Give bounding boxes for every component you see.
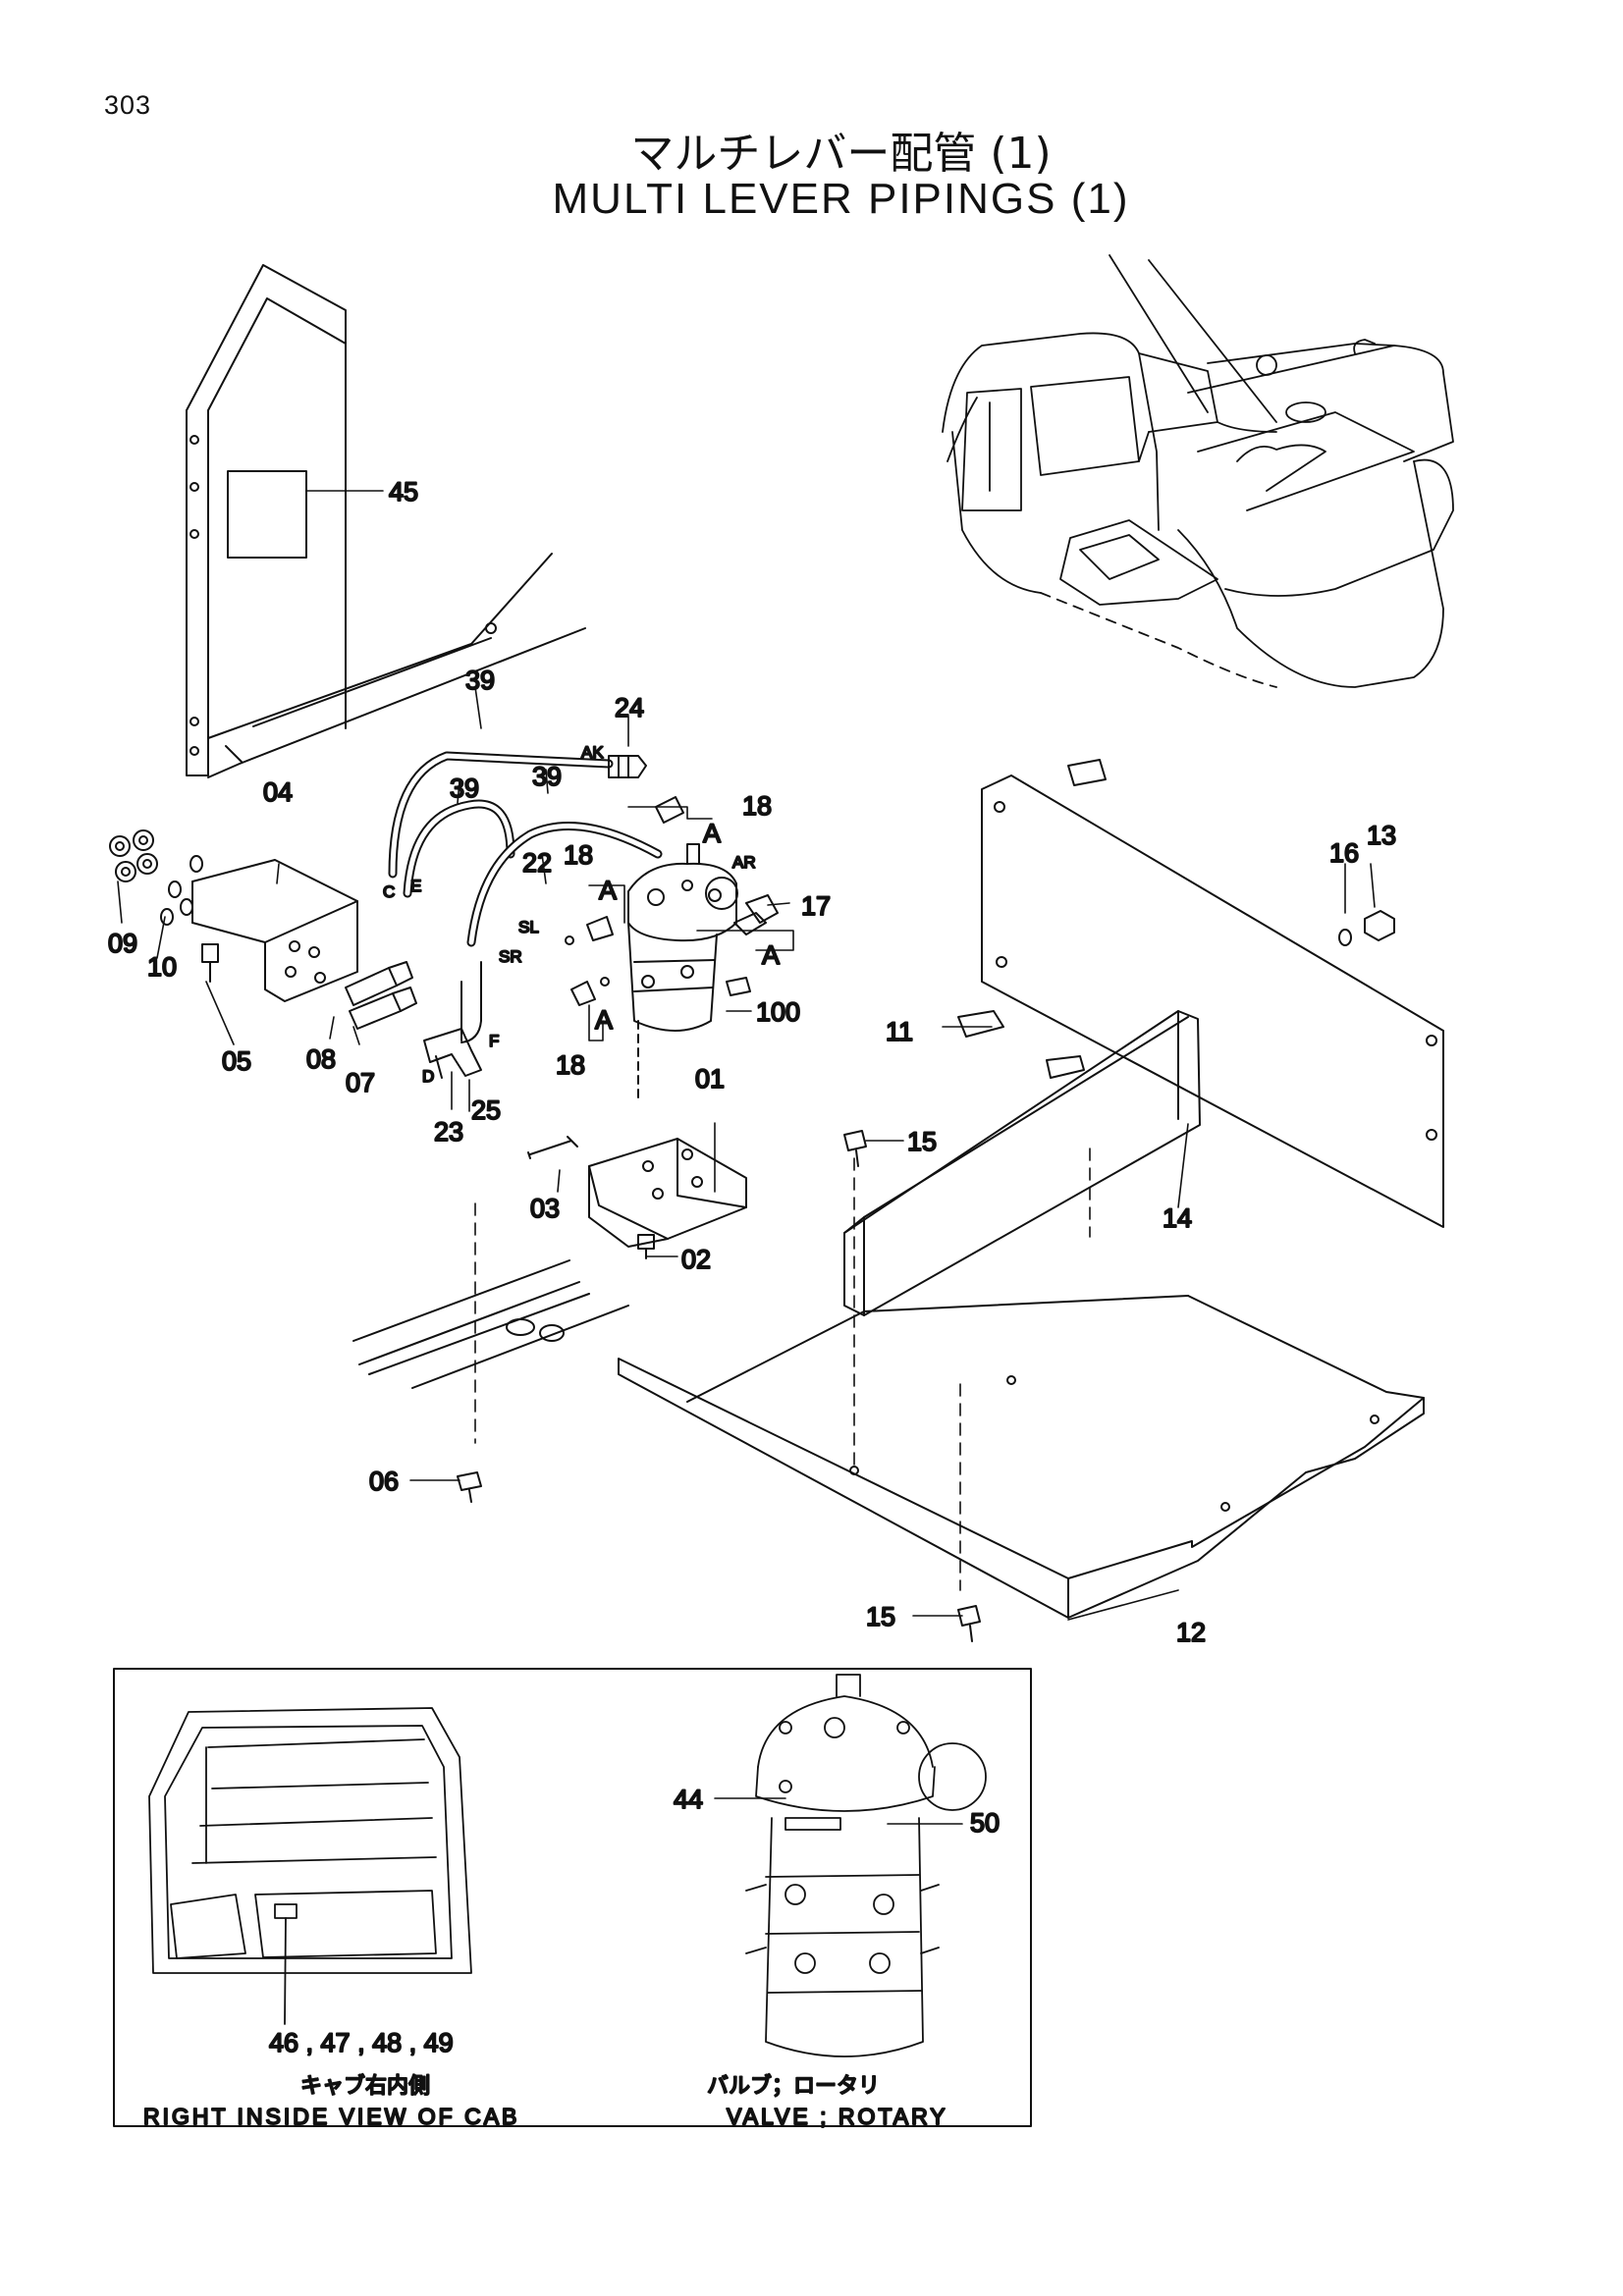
callout-24: 24: [615, 693, 644, 722]
valve-caption-jp: バルブ；ロータリ: [707, 2074, 880, 2099]
callout-25: 25: [471, 1095, 501, 1125]
rotary-valve-detail: [745, 1674, 987, 2057]
callouts: 45 39 39 39 24 18 04 22 18 17 16 13 09 1…: [107, 476, 1397, 1648]
title-english: MULTI LEVER PIPINGS (1): [552, 175, 1130, 223]
port-label-f: F: [489, 1032, 499, 1050]
washers-10: [160, 855, 203, 926]
callout-09: 09: [108, 929, 137, 958]
port-label-ak: AK: [581, 743, 604, 762]
cab-caption-jp: キャブ右内側: [300, 2074, 430, 2099]
frame-rails-06: [352, 1259, 629, 1503]
callout-06: 06: [369, 1467, 399, 1496]
cab-side-panel: [186, 264, 586, 778]
hoses-39: [388, 751, 663, 1043]
callout-17: 17: [801, 891, 831, 921]
callout-100: 100: [756, 997, 800, 1027]
fitting-17: [745, 894, 779, 924]
callout-45: 45: [389, 477, 418, 507]
callout-44: 44: [674, 1785, 703, 1814]
callout-15b: 15: [866, 1602, 895, 1631]
washer-16: [1338, 929, 1352, 946]
callout-22: 22: [522, 848, 552, 878]
section-a-leaders: [588, 806, 794, 1041]
callout-08: 08: [306, 1044, 336, 1074]
fitting-24: [608, 755, 647, 778]
callout-14: 14: [1163, 1203, 1192, 1233]
leader-lines: [117, 490, 1376, 1621]
bracket-01: [588, 1138, 747, 1248]
cab-caption-en: RIGHT INSIDE VIEW OF CAB: [143, 2104, 519, 2129]
rotary-valve-100: [627, 843, 767, 1100]
callout-13: 13: [1367, 821, 1396, 850]
callout-39a: 39: [465, 666, 495, 695]
dashed-guides: [474, 1148, 1091, 1591]
side-panel-right: [981, 774, 1444, 1228]
fittings-07-08: [345, 961, 417, 1030]
port-label-sr: SR: [499, 947, 522, 966]
callout-39b: 39: [450, 774, 479, 803]
callout-15a: 15: [907, 1127, 937, 1156]
callout-11: 11: [886, 1017, 913, 1046]
callout-39c: 39: [532, 762, 562, 791]
callout-18c: 18: [556, 1050, 585, 1080]
port-label-a3: A: [762, 940, 780, 970]
callout-03: 03: [530, 1194, 560, 1223]
bracket-04: [191, 859, 358, 1002]
nut-13: [1364, 910, 1395, 941]
callout-05: 05: [222, 1046, 251, 1076]
callout-01: 01: [695, 1064, 725, 1094]
port-labels: AK AR SL SR C E D F A A A A: [382, 742, 781, 1087]
callout-16: 16: [1329, 838, 1359, 868]
floor-plate-12: [618, 1295, 1425, 1619]
callout-50: 50: [970, 1808, 1000, 1838]
callout-18b: 18: [564, 840, 593, 870]
port-label-sl: SL: [518, 918, 539, 936]
port-label-c: C: [383, 882, 395, 901]
bolts-11-15: [843, 759, 1107, 1642]
callout-12: 12: [1176, 1618, 1206, 1647]
cab-inside-view: [148, 1707, 472, 2025]
elbow-fittings-18: [565, 796, 684, 1006]
callout-10: 10: [147, 952, 177, 982]
callout-23: 23: [434, 1117, 463, 1147]
label-plate-45: [227, 470, 307, 559]
valve-caption-en: VALVE ; ROTARY: [727, 2104, 948, 2129]
port-label-d: D: [422, 1067, 434, 1086]
nuts-09: [109, 829, 158, 882]
page-number: 303: [104, 90, 152, 120]
callout-07: 07: [346, 1068, 375, 1097]
callout-04: 04: [263, 777, 293, 807]
panel-14: [843, 1010, 1201, 1316]
callout-18a: 18: [742, 791, 772, 821]
port-label-ar: AR: [732, 853, 756, 872]
excavator-overview: [942, 254, 1454, 688]
bolt-02: [637, 1234, 655, 1259]
inset-frame: [113, 1668, 1032, 2127]
port-label-e: E: [410, 877, 421, 895]
bolt-05: [201, 943, 219, 983]
port-label-a1: A: [703, 819, 721, 848]
title-japanese: マルチレバー配管 (1): [630, 129, 1052, 179]
screw-03: [527, 1136, 578, 1159]
port-label-a4: A: [595, 1005, 613, 1035]
callout-02: 02: [681, 1245, 711, 1274]
port-label-a2: A: [599, 876, 617, 905]
elbow-23-25: [423, 1028, 482, 1079]
callout-46-49: 46 , 47 , 48 , 49: [269, 2028, 454, 2057]
